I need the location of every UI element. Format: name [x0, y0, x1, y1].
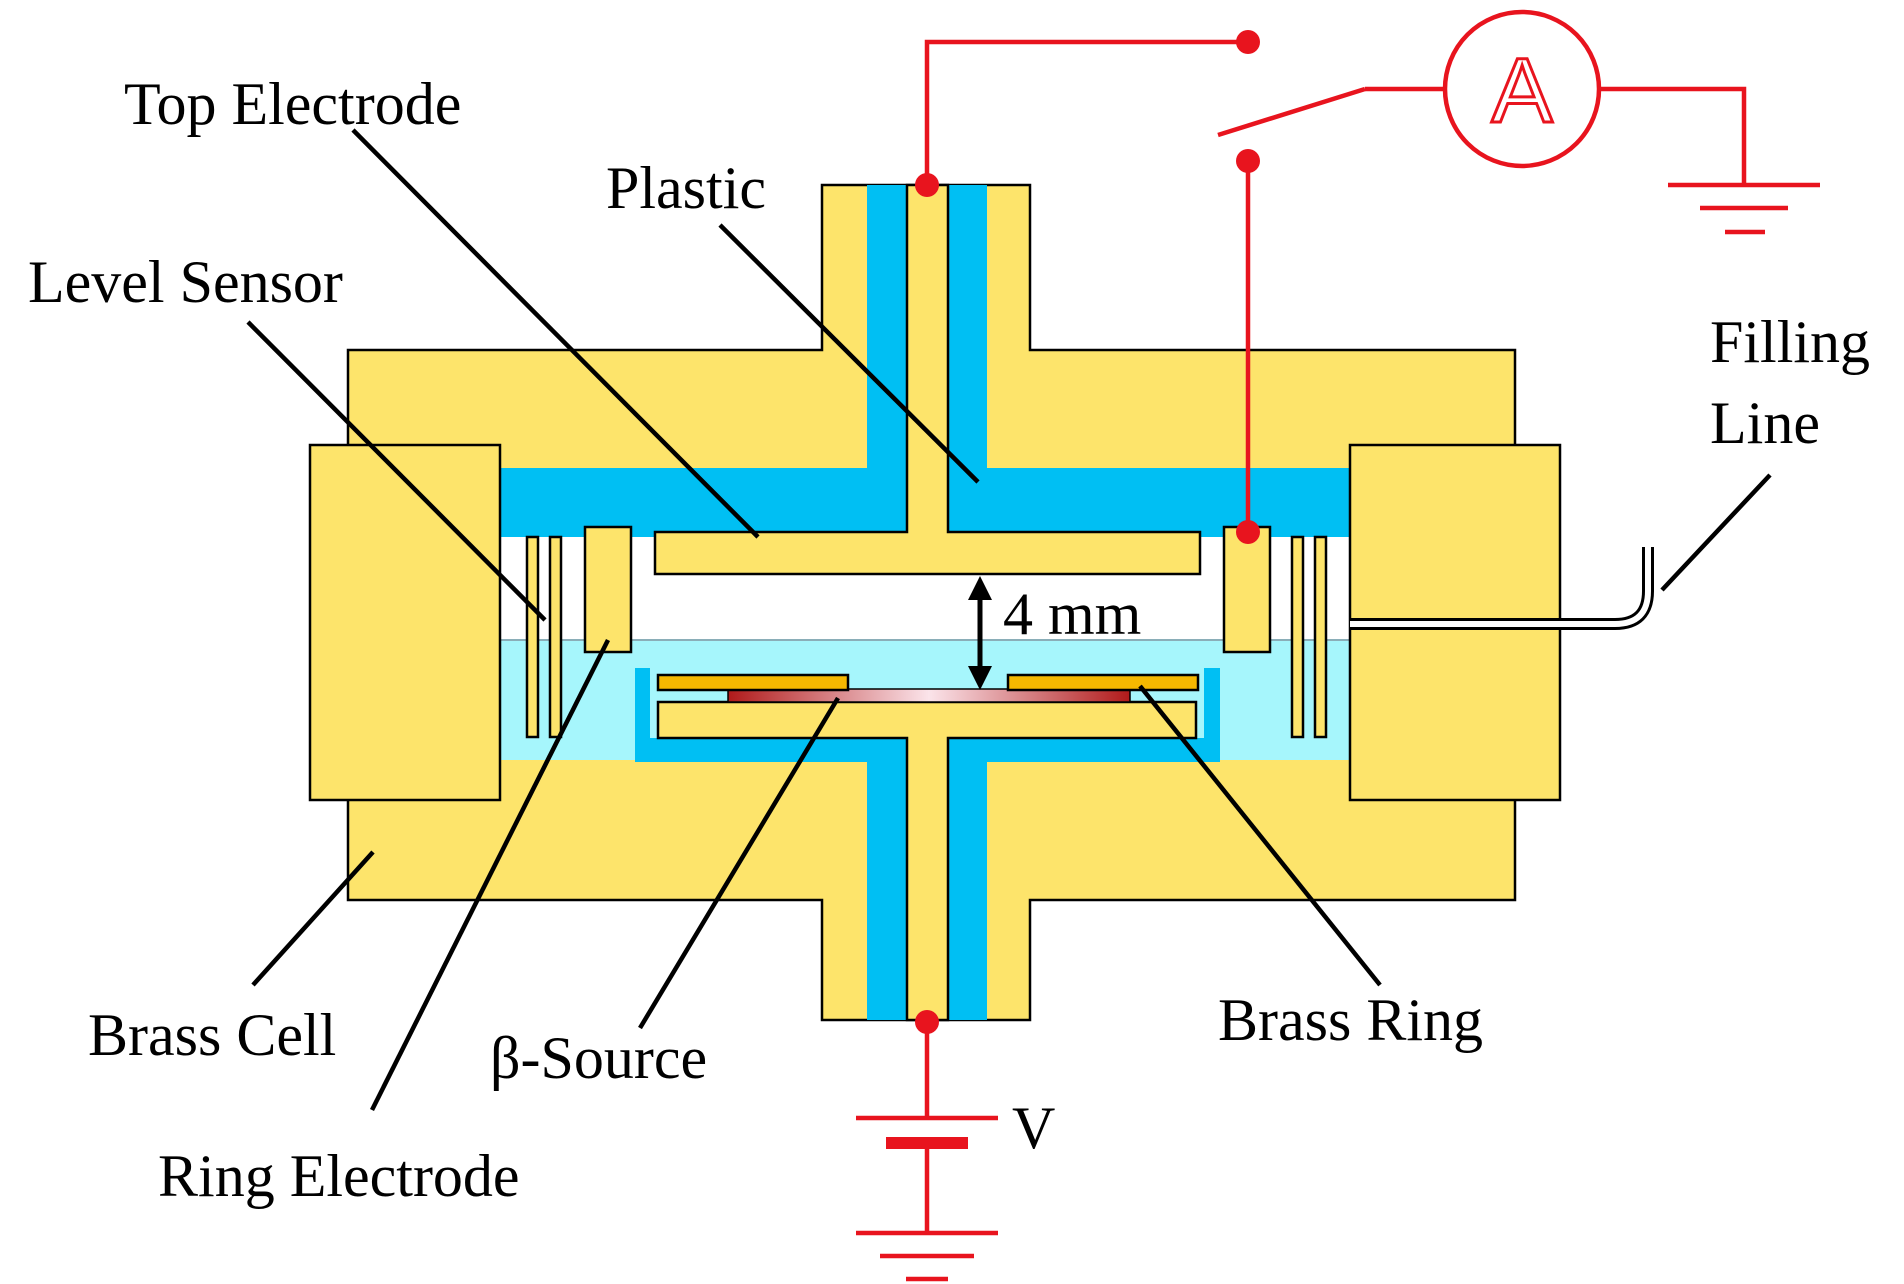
callout-plastic: [718, 223, 980, 484]
ground-symbol-top: [1668, 182, 1820, 235]
label-filling: Filling: [1710, 309, 1870, 375]
switch-contact-upper: [1236, 30, 1260, 54]
callout-level-sensor: [246, 320, 547, 622]
left-flange: [308, 443, 502, 802]
callout-top-electrode: [351, 128, 760, 539]
label-brass-ring: Brass Ring: [1218, 987, 1483, 1053]
callout-filling-line: [1660, 473, 1772, 592]
callout-beta-source: [638, 696, 840, 1030]
wire-ammeter-ground: [1599, 86, 1747, 185]
gap-arrow: [968, 576, 992, 690]
callout-brass-ring: [1138, 684, 1382, 987]
label-top-electrode: Top Electrode: [124, 71, 461, 137]
label-ring-electrode: Ring Electrode: [158, 1143, 520, 1209]
ring-electrode-right: [1222, 525, 1272, 654]
brass-ring-right: [1006, 673, 1200, 692]
label-line: Line: [1710, 390, 1820, 456]
switch-lever: [1217, 86, 1366, 138]
label-gap: 4 mm: [1003, 581, 1141, 647]
top-electrode: [653, 183, 1202, 576]
ammeter-label: A: [1491, 40, 1553, 142]
level-sensor-left: [525, 535, 563, 739]
label-brass-cell: Brass Cell: [88, 1002, 336, 1068]
label-beta-source: β-Source: [490, 1025, 707, 1091]
callout-ring-electrode: [369, 638, 611, 1112]
level-sensor-right: [1290, 535, 1328, 739]
brass-ring-left: [656, 673, 850, 692]
label-level-sensor: Level Sensor: [28, 249, 343, 315]
bottom-electrode: [656, 700, 1198, 1022]
terminal-ring-electrode: [1236, 520, 1260, 544]
callout-brass-cell: [251, 850, 375, 987]
label-plastic: Plastic: [606, 155, 766, 221]
battery-symbol: [856, 1115, 998, 1233]
label-voltage: V: [1012, 1095, 1055, 1161]
ground-symbol-bottom: [856, 1230, 998, 1282]
wire-top-electrode: [924, 39, 1248, 185]
terminal-top-electrode: [915, 173, 939, 197]
beta-source: [727, 688, 1131, 703]
ring-electrode-left: [583, 525, 633, 654]
